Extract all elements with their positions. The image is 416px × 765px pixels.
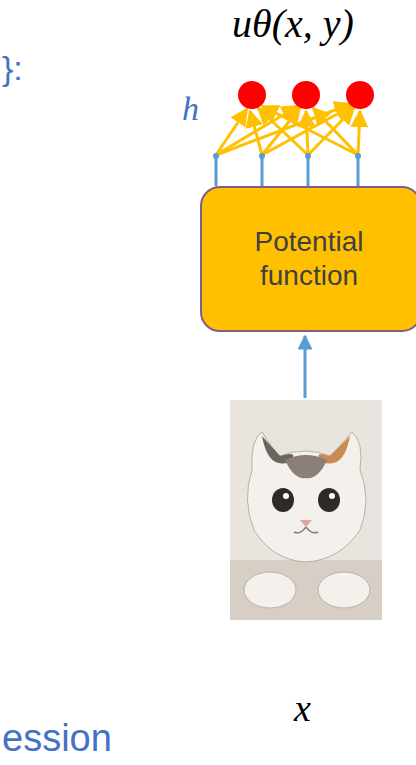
cut-text: ession (2, 718, 112, 760)
cat-photo (230, 400, 382, 620)
process-box: Potential function (200, 186, 416, 332)
feature-wires (216, 157, 358, 186)
output-neurons (238, 81, 374, 109)
input-label: x (294, 688, 311, 730)
input-arrow (304, 336, 307, 398)
weight-lines (216, 104, 360, 155)
cut-text: }: (2, 50, 23, 87)
feature-dots (213, 153, 361, 159)
output-label: uθ(x, y) (232, 2, 354, 46)
box-text: Potential function (214, 225, 404, 292)
feature-label: h (182, 90, 199, 127)
